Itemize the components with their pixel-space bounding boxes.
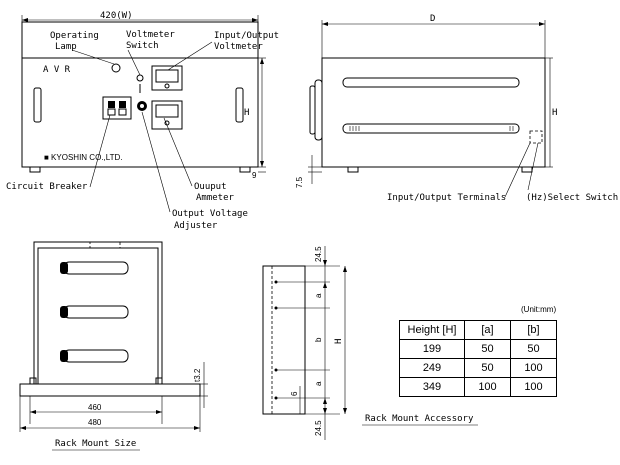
side-foot-dim: 7.5: [295, 176, 304, 188]
side-view: D H 7.5 Input/Output Terminals (Hz)Selec…: [295, 14, 618, 203]
acc-h-dim: H: [334, 339, 344, 344]
front-width-dim: 420(W): [100, 11, 133, 21]
accessory-view: 24.5 a b a 24.5 H 6 Rack Mount Accessory: [262, 246, 478, 440]
acc-six-dim: 6: [290, 391, 299, 396]
label-switch: Switch: [126, 41, 159, 51]
cell-height: 349: [399, 377, 465, 397]
label-operating: Operating: [50, 31, 99, 41]
cell-a: 100: [464, 377, 511, 397]
label-ammeter: Ammeter: [196, 193, 235, 203]
panel-logo: A V R: [43, 65, 71, 75]
header-a: [a]: [464, 320, 511, 340]
label-io-voltmeter: Voltmeter: [214, 42, 263, 52]
cell-b: 100: [510, 377, 557, 397]
table-row: 249 50 100: [399, 358, 557, 378]
rack-dim-32: t3.2: [193, 368, 202, 382]
front-height-dim: H: [244, 108, 249, 118]
table-header-row: Height [H] [a] [b]: [399, 320, 557, 340]
acc-a-dim-2: a: [314, 381, 323, 386]
label-lamp: Lamp: [55, 42, 77, 52]
cell-height: 249: [399, 358, 465, 378]
unit-label: (Unit:mm): [521, 305, 557, 314]
label-input-output: Input/Output: [214, 31, 279, 41]
cell-a: 50: [464, 339, 511, 359]
table-row: 199 50 50: [399, 339, 557, 359]
output-ammeter-icon: [151, 100, 183, 130]
cell-b: 100: [510, 358, 557, 378]
acc-bottom-dim: 24.5: [314, 420, 323, 436]
cell-height: 199: [399, 339, 465, 359]
acc-a-dim-1: a: [314, 293, 323, 298]
rack-mount-size-title: Rack Mount Size: [55, 439, 136, 449]
cell-a: 50: [464, 358, 511, 378]
rack-slots: [60, 261, 129, 363]
io-voltmeter-icon: [151, 65, 183, 91]
height-spec-table: Height [H] [a] [b] 199 50 50 249 50 100 …: [399, 320, 557, 397]
label-ouuput: Ouuput: [194, 182, 227, 192]
rack-dim-460: 460: [88, 403, 102, 412]
circuit-breaker-icon: [102, 96, 132, 120]
label-voltmeter: Voltmeter: [126, 30, 175, 40]
label-output-voltage: Output Voltage: [172, 209, 248, 219]
header-b: [b]: [510, 320, 557, 340]
front-view: 420(W) A V R ■ KYOSHIN CO.,LTD.: [6, 11, 279, 231]
rack-view: 460 480 t3.2 Rack Mount Size: [19, 241, 208, 451]
maker-plate: ■ KYOSHIN CO.,LTD.: [44, 153, 122, 162]
label-io-terminals: Input/Output Terminals: [387, 193, 506, 203]
table-row: 349 100 100: [399, 377, 557, 397]
side-depth-dim: D: [430, 14, 435, 24]
label-hz-select: (Hz)Select Switch: [526, 193, 618, 203]
header-height: Height [H]: [399, 320, 465, 340]
cell-b: 50: [510, 339, 557, 359]
rack-mount-accessory-title: Rack Mount Accessory: [365, 414, 474, 424]
front-bottom-dim: 9: [252, 171, 257, 180]
hz-select-switch-icon: [529, 130, 543, 144]
acc-top-dim: 24.5: [314, 246, 323, 262]
operating-lamp-icon: [111, 63, 121, 73]
louver-lines: [349, 126, 514, 131]
label-adjuster: Adjuster: [174, 221, 218, 231]
acc-b-dim: b: [314, 337, 323, 342]
label-circuit-breaker: Circuit Breaker: [6, 182, 88, 192]
rack-dim-480: 480: [88, 418, 102, 427]
side-height-dim: H: [552, 108, 557, 118]
